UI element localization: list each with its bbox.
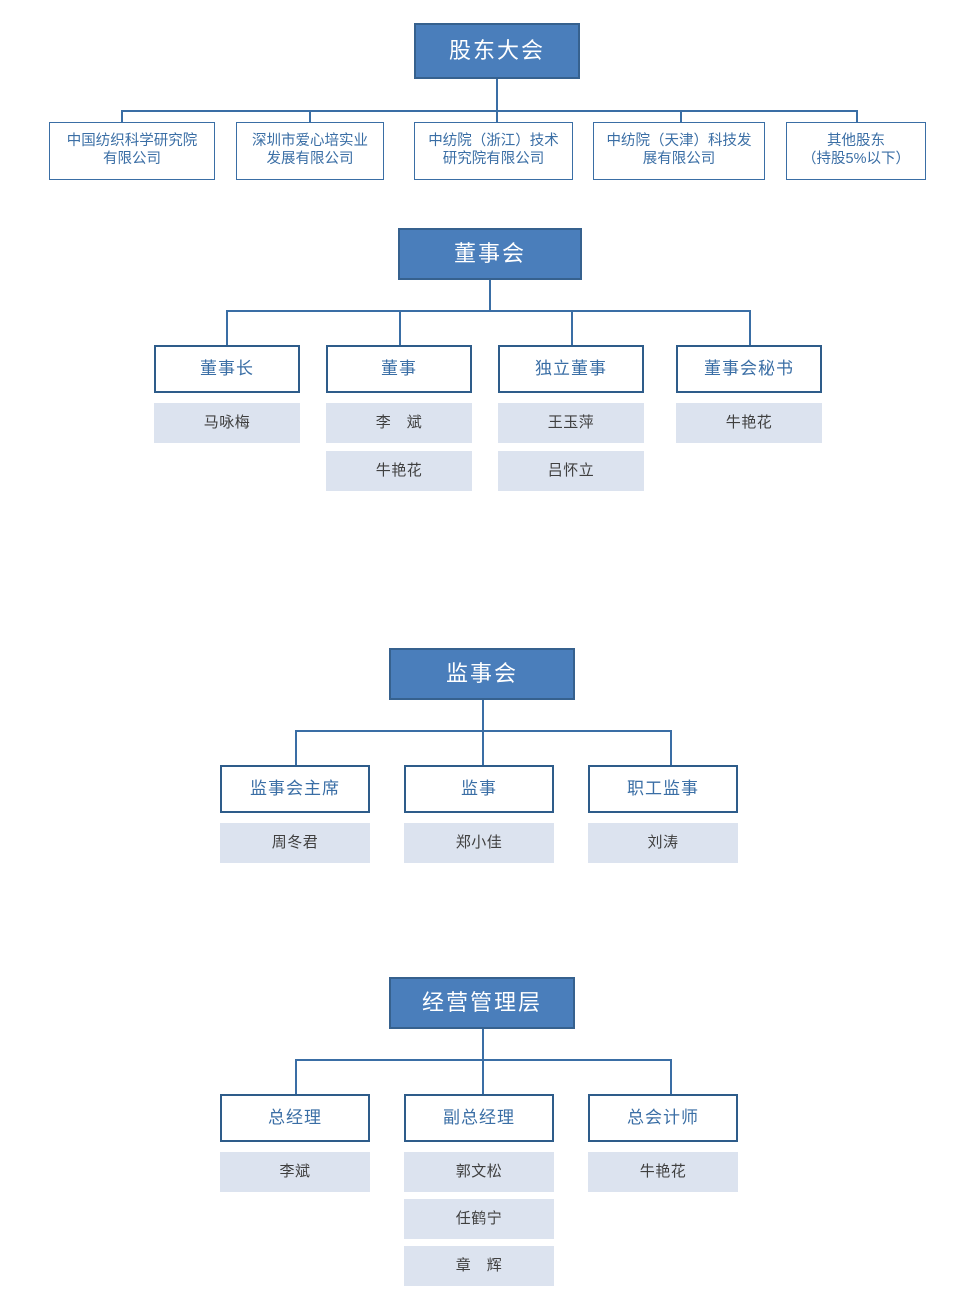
connector-board-drop-4 — [749, 310, 751, 345]
connector-supervisors-drop-1 — [295, 730, 297, 765]
supervisor-role-1-name-1[interactable]: 周冬君 — [220, 823, 370, 863]
management-role-title-2[interactable]: 副总经理 — [404, 1094, 554, 1142]
connector-board-drop-3 — [571, 310, 573, 345]
connector-shareholders-bus — [121, 110, 856, 112]
connector-board-drop-2 — [399, 310, 401, 345]
shareholder-box-3-line2: 研究院有限公司 — [442, 151, 545, 167]
connector-shareholder-drop-1 — [121, 110, 123, 123]
board-role-3-name-2[interactable]: 吕怀立 — [498, 451, 644, 491]
connector-supervisors-drop-2 — [482, 730, 484, 765]
connector-shareholder-drop-4 — [680, 110, 682, 123]
connector-shareholder-drop-5 — [856, 110, 858, 123]
management-role-2-name-2[interactable]: 任鹤宁 — [404, 1199, 554, 1239]
connector-management-drop-1 — [295, 1059, 297, 1094]
board-role-4-name-1[interactable]: 牛艳花 — [676, 403, 822, 443]
supervisor-role-2-name-1[interactable]: 郑小佳 — [404, 823, 554, 863]
connector-supervisors-drop-3 — [670, 730, 672, 765]
management-role-3-name-1[interactable]: 牛艳花 — [588, 1152, 738, 1192]
connector-board-drop-1 — [226, 310, 228, 345]
board-role-title-3[interactable]: 独立董事 — [498, 345, 644, 393]
board-role-2-name-1[interactable]: 李 斌 — [326, 403, 472, 443]
shareholder-box-2-line1: 深圳市爱心培实业 — [252, 133, 368, 150]
shareholder-box-3[interactable]: 中纺院（浙江）技术 研究院有限公司 — [414, 122, 573, 180]
shareholder-box-1-line1: 中国纺织科学研究院 — [66, 133, 198, 150]
supervisor-role-title-2[interactable]: 监事 — [404, 765, 554, 813]
board-role-title-2[interactable]: 董事 — [326, 345, 472, 393]
board-of-directors-header[interactable]: 董事会 — [398, 228, 582, 280]
connector-management-drop-2 — [482, 1059, 484, 1094]
shareholder-box-3-line1: 中纺院（浙江）技术 — [428, 133, 559, 150]
connector-shareholder-drop-3 — [496, 110, 498, 123]
supervisor-role-title-1[interactable]: 监事会主席 — [220, 765, 370, 813]
supervisory-board-header[interactable]: 监事会 — [389, 648, 575, 700]
management-role-title-1[interactable]: 总经理 — [220, 1094, 370, 1142]
connector-board-bus — [226, 310, 750, 312]
management-role-2-name-1[interactable]: 郭文松 — [404, 1152, 554, 1192]
shareholder-box-4[interactable]: 中纺院（天津）科技发 展有限公司 — [593, 122, 765, 180]
shareholders-meeting-header[interactable]: 股东大会 — [414, 23, 580, 79]
shareholder-box-2[interactable]: 深圳市爱心培实业 发展有限公司 — [236, 122, 384, 180]
management-role-title-3[interactable]: 总会计师 — [588, 1094, 738, 1142]
connector-board-stem — [489, 280, 491, 311]
board-role-3-name-1[interactable]: 王玉萍 — [498, 403, 644, 443]
board-role-title-1[interactable]: 董事长 — [154, 345, 300, 393]
supervisor-role-title-3[interactable]: 职工监事 — [588, 765, 738, 813]
shareholder-box-5-line2: （持股5%以下） — [802, 151, 910, 167]
shareholder-box-1-line2: 有限公司 — [103, 151, 161, 167]
board-role-1-name-1[interactable]: 马咏梅 — [154, 403, 300, 443]
board-role-title-4[interactable]: 董事会秘书 — [676, 345, 822, 393]
connector-supervisors-stem — [482, 700, 484, 731]
connector-management-drop-3 — [670, 1059, 672, 1094]
connector-management-stem — [482, 1029, 484, 1060]
shareholder-box-5-line1: 其他股东 — [827, 133, 885, 150]
shareholder-box-2-line2: 发展有限公司 — [266, 151, 354, 167]
supervisor-role-3-name-1[interactable]: 刘涛 — [588, 823, 738, 863]
board-role-2-name-2[interactable]: 牛艳花 — [326, 451, 472, 491]
connector-shareholder-drop-2 — [309, 110, 311, 123]
shareholder-box-4-line2: 展有限公司 — [642, 151, 716, 167]
management-role-1-name-1[interactable]: 李斌 — [220, 1152, 370, 1192]
connector-shareholders-stem — [496, 79, 498, 110]
management-layer-header[interactable]: 经营管理层 — [389, 977, 575, 1029]
shareholder-box-4-line1: 中纺院（天津）科技发 — [606, 133, 752, 150]
shareholder-box-5[interactable]: 其他股东 （持股5%以下） — [786, 122, 926, 180]
shareholder-box-1[interactable]: 中国纺织科学研究院 有限公司 — [49, 122, 215, 180]
management-role-2-name-3[interactable]: 章 辉 — [404, 1246, 554, 1286]
